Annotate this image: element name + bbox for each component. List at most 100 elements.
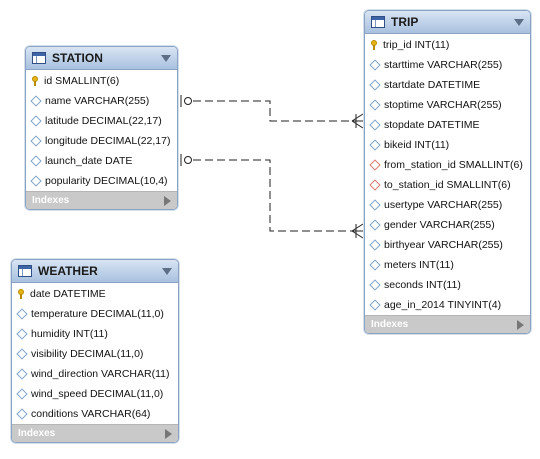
column-label: id SMALLINT(6) <box>44 75 120 87</box>
column-label: usertype VARCHAR(255) <box>384 199 503 211</box>
column-row[interactable]: usertype VARCHAR(255) <box>365 195 530 215</box>
column-icon <box>16 348 28 360</box>
column-icon <box>369 239 381 251</box>
column-icon <box>369 79 381 91</box>
column-row[interactable]: launch_date DATE <box>26 151 177 171</box>
column-label: wind_direction VARCHAR(11) <box>31 368 170 380</box>
column-row[interactable]: startdate DATETIME <box>365 75 530 95</box>
column-row[interactable]: trip_id INT(11) <box>365 35 530 55</box>
table-trip[interactable]: TRIP trip_id INT(11) starttime VARCHAR(25… <box>364 10 531 334</box>
collapse-arrow-icon[interactable] <box>162 267 172 275</box>
column-row[interactable]: longitude DECIMAL(22,17) <box>26 131 177 151</box>
column-row[interactable]: wind_direction VARCHAR(11) <box>12 364 178 384</box>
primary-key-icon <box>31 76 39 86</box>
table-icon <box>32 52 46 64</box>
column-label: to_station_id SMALLINT(6) <box>384 179 511 191</box>
column-row[interactable]: visibility DECIMAL(11,0) <box>12 344 178 364</box>
optional-marker <box>184 97 192 105</box>
indexes-section[interactable]: Indexes <box>26 191 177 209</box>
crowfoot-marker <box>351 223 364 239</box>
collapse-arrow-icon[interactable] <box>514 18 524 26</box>
column-label: from_station_id SMALLINT(6) <box>384 159 523 171</box>
column-row[interactable]: temperature DECIMAL(11,0) <box>12 304 178 324</box>
table-weather[interactable]: WEATHER date DATETIME temperature DECIMAL… <box>11 259 179 443</box>
column-label: temperature DECIMAL(11,0) <box>31 308 164 320</box>
column-row[interactable]: seconds INT(11) <box>365 275 530 295</box>
expand-arrow-icon[interactable] <box>164 195 171 206</box>
column-row[interactable]: name VARCHAR(255) <box>26 91 177 111</box>
relationship-line-to-station <box>193 159 363 232</box>
column-label: starttime VARCHAR(255) <box>384 59 503 71</box>
column-label: latitude DECIMAL(22,17) <box>45 115 162 127</box>
table-icon <box>18 265 32 277</box>
column-label: launch_date DATE <box>45 155 133 167</box>
column-label: birthyear VARCHAR(255) <box>384 239 503 251</box>
column-list: date DATETIME temperature DECIMAL(11,0) hu… <box>12 283 178 424</box>
column-row[interactable]: to_station_id SMALLINT(6) <box>365 175 530 195</box>
column-label: popularity DECIMAL(10,4) <box>45 175 168 187</box>
column-label: meters INT(11) <box>384 259 454 271</box>
expand-arrow-icon[interactable] <box>165 428 172 439</box>
column-label: trip_id INT(11) <box>383 39 450 51</box>
column-icon <box>369 119 381 131</box>
column-icon <box>369 299 381 311</box>
table-station[interactable]: STATION id SMALLINT(6) name VARCHAR(255) l… <box>25 46 178 210</box>
indexes-label: Indexes <box>18 428 56 439</box>
column-row[interactable]: starttime VARCHAR(255) <box>365 55 530 75</box>
column-row[interactable]: conditions VARCHAR(64) <box>12 404 178 424</box>
optional-marker <box>184 156 192 164</box>
column-row[interactable]: date DATETIME <box>12 284 178 304</box>
column-icon <box>16 408 28 420</box>
column-row[interactable]: bikeid INT(11) <box>365 135 530 155</box>
column-label: visibility DECIMAL(11,0) <box>31 348 144 360</box>
column-label: bikeid INT(11) <box>384 139 450 151</box>
table-title: WEATHER <box>38 264 98 278</box>
column-icon <box>30 135 42 147</box>
column-icon <box>16 388 28 400</box>
indexes-label: Indexes <box>371 319 409 330</box>
column-row[interactable]: stoptime VARCHAR(255) <box>365 95 530 115</box>
column-icon <box>30 115 42 127</box>
column-icon <box>16 308 28 320</box>
collapse-arrow-icon[interactable] <box>161 54 171 62</box>
column-label: age_in_2014 TINYINT(4) <box>384 299 502 311</box>
column-row[interactable]: birthyear VARCHAR(255) <box>365 235 530 255</box>
table-header[interactable]: WEATHER <box>12 260 178 283</box>
column-list: trip_id INT(11) starttime VARCHAR(255) sta… <box>365 34 530 315</box>
table-title: STATION <box>52 51 103 65</box>
column-row[interactable]: meters INT(11) <box>365 255 530 275</box>
column-label: conditions VARCHAR(64) <box>31 408 151 420</box>
table-header[interactable]: STATION <box>26 47 177 70</box>
column-row[interactable]: wind_speed DECIMAL(11,0) <box>12 384 178 404</box>
indexes-section[interactable]: Indexes <box>12 424 178 442</box>
expand-arrow-icon[interactable] <box>517 319 524 330</box>
column-icon <box>369 59 381 71</box>
relationship-line-from-station <box>193 100 363 122</box>
table-header[interactable]: TRIP <box>365 11 530 34</box>
column-label: humidity INT(11) <box>31 328 108 340</box>
column-icon <box>369 99 381 111</box>
column-row[interactable]: from_station_id SMALLINT(6) <box>365 155 530 175</box>
column-row[interactable]: humidity INT(11) <box>12 324 178 344</box>
column-row[interactable]: latitude DECIMAL(22,17) <box>26 111 177 131</box>
column-label: gender VARCHAR(255) <box>384 219 495 231</box>
column-label: name VARCHAR(255) <box>45 95 150 107</box>
column-label: wind_speed DECIMAL(11,0) <box>31 388 164 400</box>
column-icon <box>369 279 381 291</box>
table-icon <box>371 16 385 28</box>
column-row[interactable]: stopdate DATETIME <box>365 115 530 135</box>
column-row[interactable]: age_in_2014 TINYINT(4) <box>365 295 530 315</box>
indexes-section[interactable]: Indexes <box>365 315 530 333</box>
foreign-key-icon <box>369 159 381 171</box>
column-list: id SMALLINT(6) name VARCHAR(255) latitude … <box>26 70 177 191</box>
column-label: longitude DECIMAL(22,17) <box>45 135 171 147</box>
crowfoot-marker <box>351 113 364 129</box>
table-title: TRIP <box>391 15 419 29</box>
column-row[interactable]: popularity DECIMAL(10,4) <box>26 171 177 191</box>
column-row[interactable]: gender VARCHAR(255) <box>365 215 530 235</box>
column-icon <box>16 368 28 380</box>
column-row[interactable]: id SMALLINT(6) <box>26 71 177 91</box>
column-label: startdate DATETIME <box>384 79 481 91</box>
column-icon <box>30 175 42 187</box>
